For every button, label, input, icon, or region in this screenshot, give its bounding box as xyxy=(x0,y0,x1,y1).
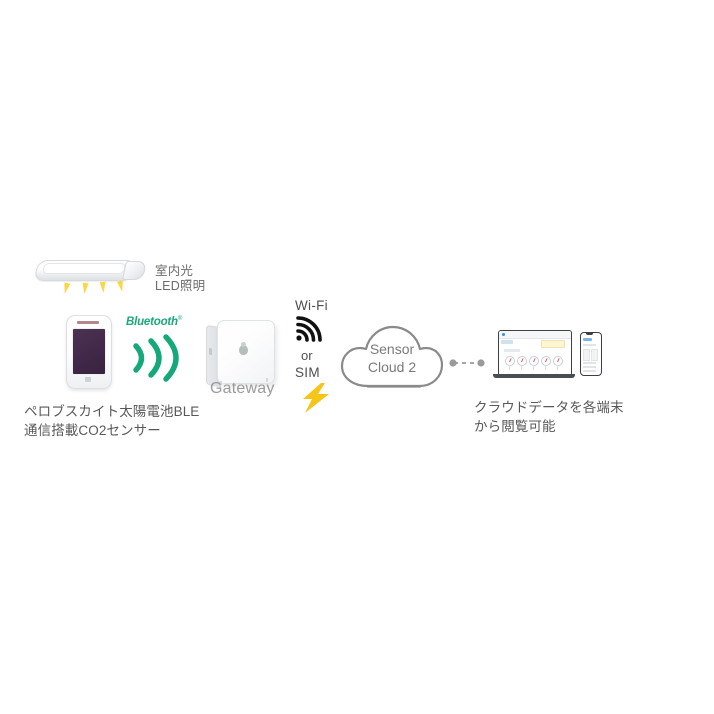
dashboard-logo-dot-icon xyxy=(502,333,505,336)
phone-tile xyxy=(590,349,598,361)
dashboard-gauge xyxy=(541,356,551,366)
gauge-stem xyxy=(545,365,546,370)
dashboard-side-label xyxy=(501,340,513,344)
light-ray xyxy=(99,281,107,294)
dashed-link-graphic xyxy=(449,359,485,367)
cloud-outline xyxy=(340,325,444,388)
gateway-port xyxy=(209,347,212,356)
phone-header-bar xyxy=(583,338,592,341)
led-end-cap xyxy=(121,261,148,280)
gauge-stem xyxy=(557,365,558,370)
lightning-bolt-icon xyxy=(303,383,329,413)
wifi-label: Wi-Fi xyxy=(295,298,328,313)
led-diffuser xyxy=(41,263,127,274)
clients-caption: クラウドデータを各端末 から閲覧可能 xyxy=(474,400,624,434)
sensor-caption: ペロブスカイト太陽電池BLE 通信搭載CO2センサー xyxy=(24,404,200,438)
sim-label: SIM xyxy=(295,365,320,380)
gauge-stem xyxy=(521,365,522,370)
dashed-link-icon xyxy=(447,356,491,368)
light-ray xyxy=(116,280,126,293)
laptop-dashboard-icon xyxy=(498,330,572,376)
dashboard-gauge xyxy=(517,356,527,366)
bluetooth-label: Bluetooth xyxy=(126,316,178,328)
bluetooth-wordmark: Bluetooth® xyxy=(126,316,182,328)
bluetooth-signal-icon xyxy=(133,334,179,382)
dashboard-topbar xyxy=(499,331,571,339)
cloud-label: Sensor Cloud 2 xyxy=(367,341,417,375)
wifi-signal-icon xyxy=(296,316,322,342)
dashboard-gauge xyxy=(529,356,539,366)
dashboard-highlight-card xyxy=(541,340,565,348)
phone-content-line xyxy=(583,370,596,372)
phone-content-line xyxy=(583,362,596,364)
phone-tile xyxy=(583,349,590,361)
gateway-foot xyxy=(220,381,222,385)
bluetooth-group: Bluetooth® xyxy=(126,316,198,384)
phone-content-line xyxy=(583,366,596,368)
gateway-foot xyxy=(266,378,268,382)
uplink-group: Wi-Fi or SIM xyxy=(293,298,345,413)
sensor-brand-strip xyxy=(77,321,99,324)
perovskite-solar-panel xyxy=(72,328,106,375)
light-ray xyxy=(81,282,89,295)
client-devices-group xyxy=(493,330,602,382)
led-light-label: 室内光 LED照明 xyxy=(155,264,206,293)
light-ray xyxy=(61,282,71,295)
phone-notch xyxy=(586,333,593,335)
phone-content-line xyxy=(583,344,596,346)
gateway-label: Gateway xyxy=(210,380,275,397)
or-label: or xyxy=(301,348,313,363)
led-ceiling-light-icon xyxy=(33,258,148,295)
dashboard-gauge xyxy=(553,356,563,366)
dashboard-gauge xyxy=(505,356,515,366)
smartphone-icon xyxy=(580,332,602,376)
sensor-button xyxy=(85,377,91,382)
gauge-stem xyxy=(533,365,534,370)
gateway-device-icon: Gateway xyxy=(206,318,292,398)
registered-mark: ® xyxy=(177,316,183,323)
laptop-base xyxy=(493,374,575,378)
cloud-icon: Sensor Cloud 2 xyxy=(338,320,446,392)
co2-sensor-device-icon xyxy=(66,315,112,389)
gauge-stem xyxy=(509,365,510,370)
dashboard-subtitle xyxy=(504,349,520,352)
gateway-logo-icon xyxy=(239,342,248,355)
